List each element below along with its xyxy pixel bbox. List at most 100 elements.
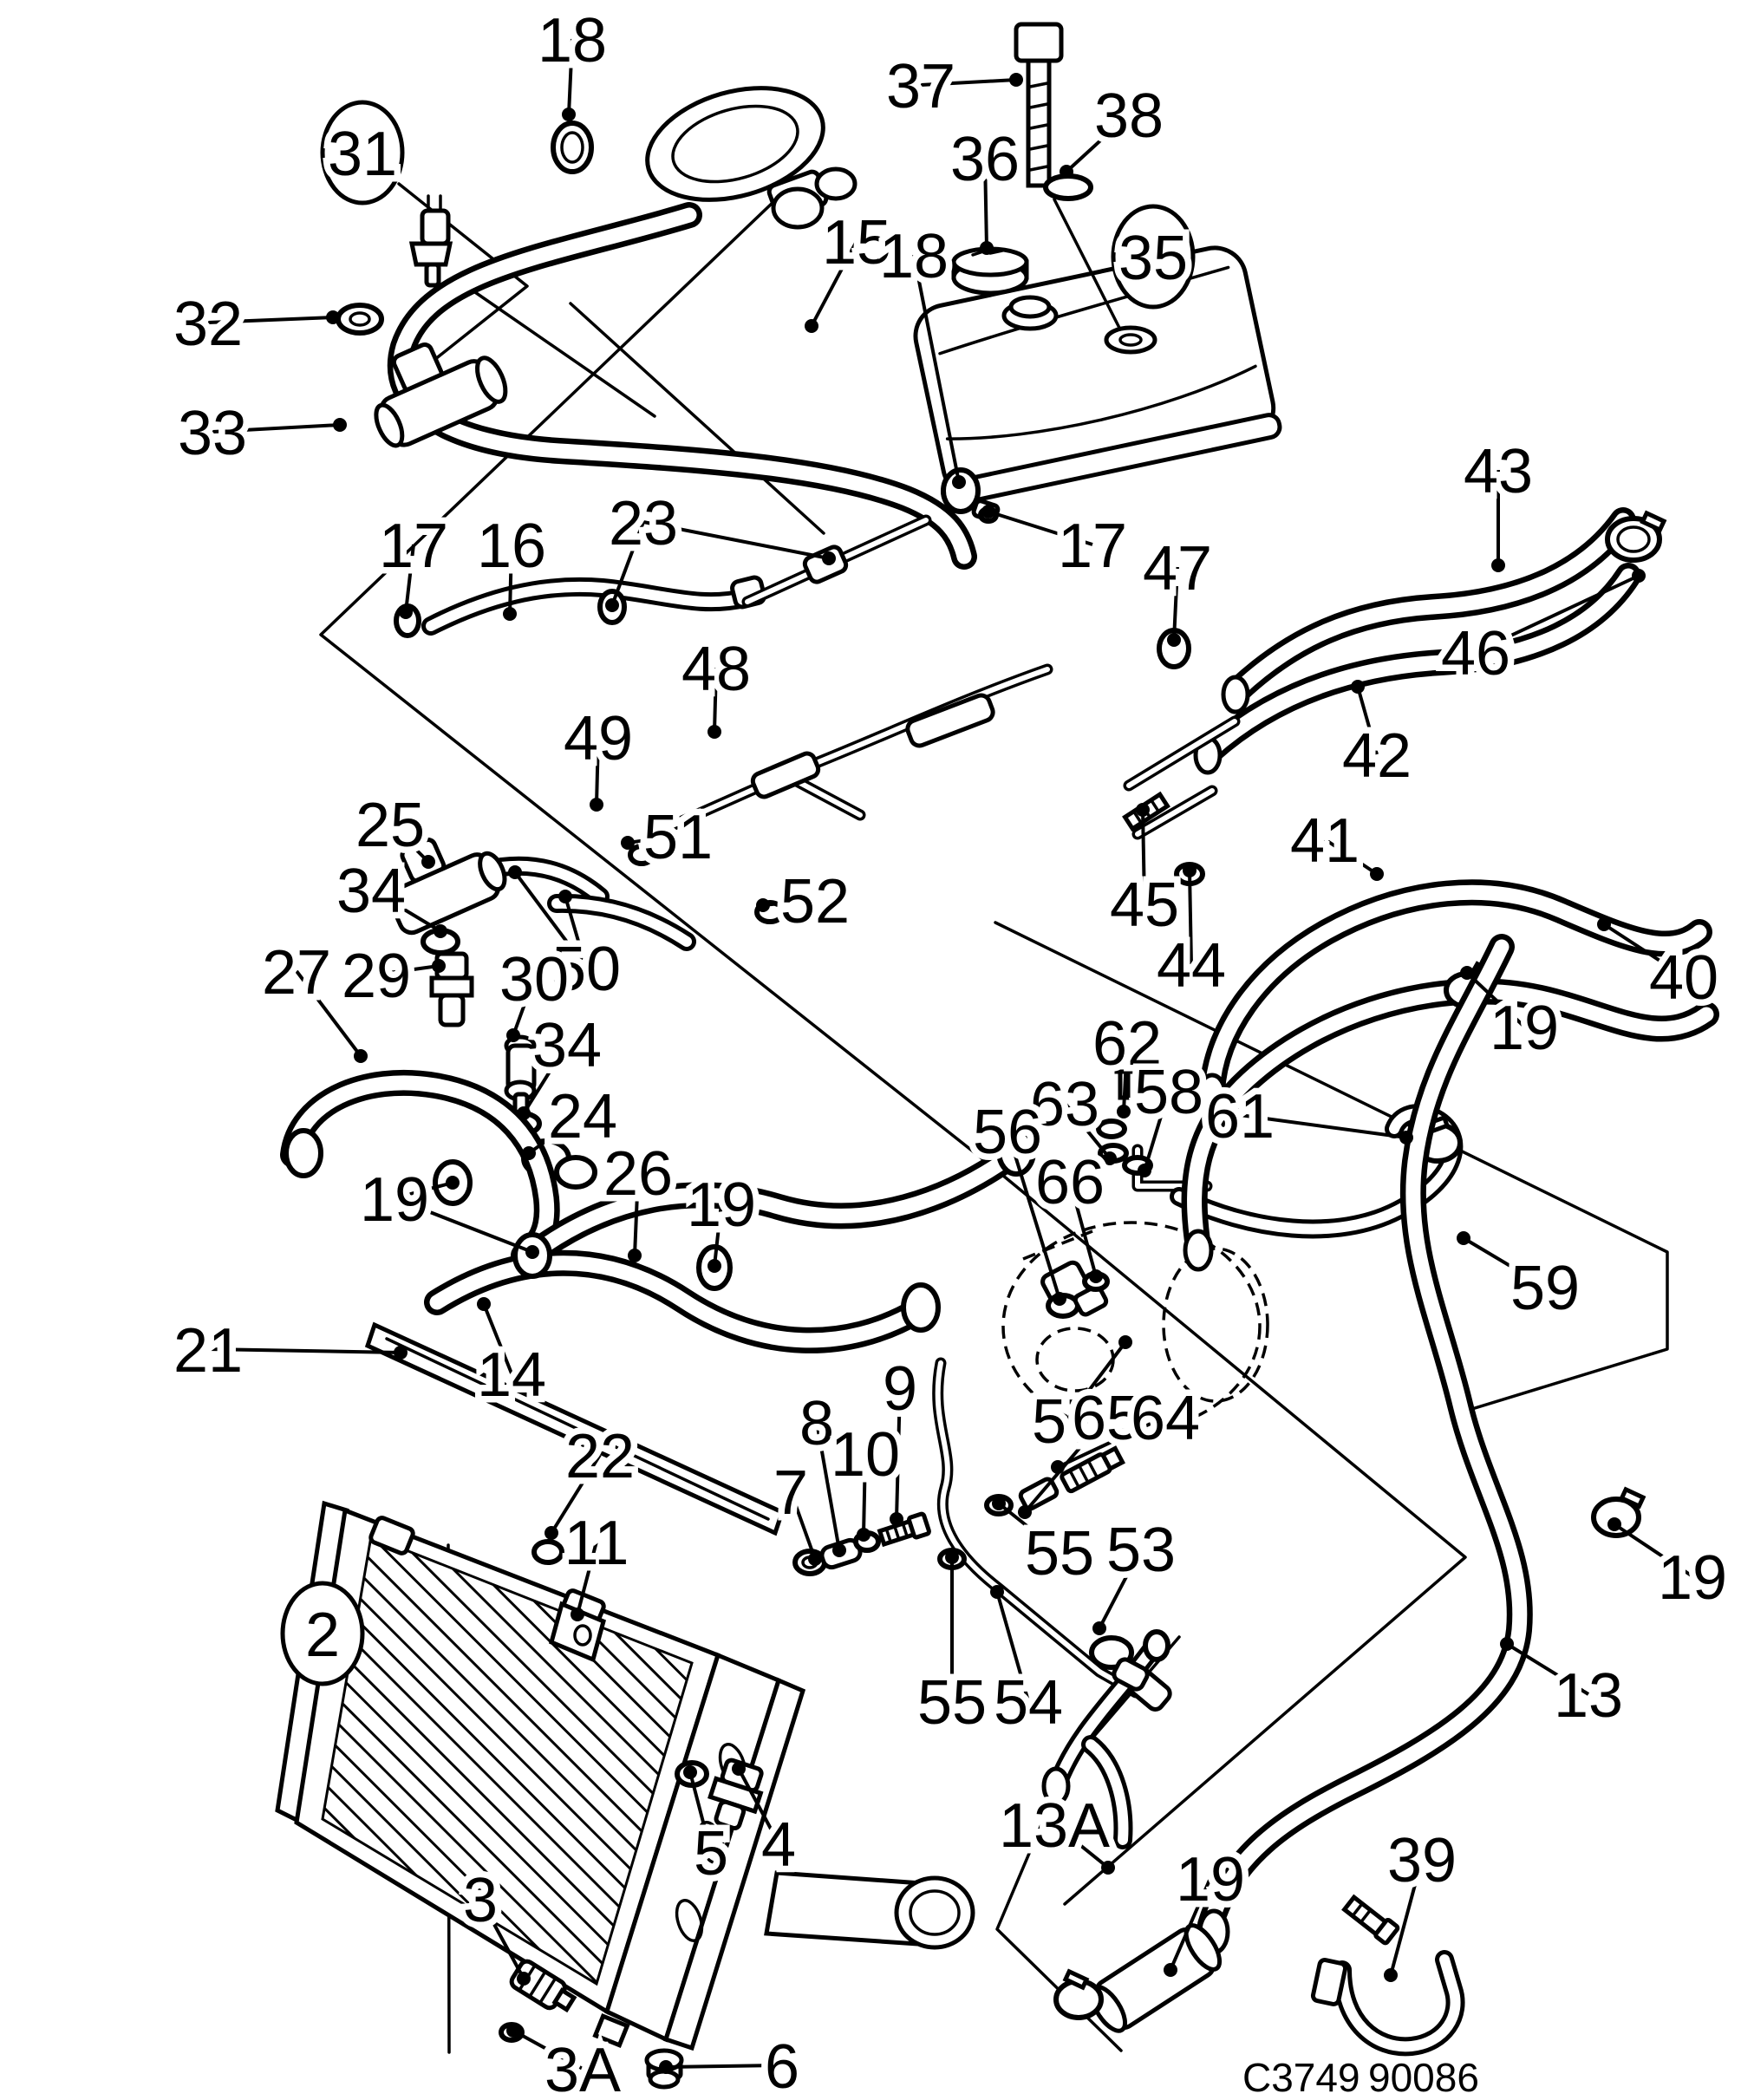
leader-dot-7 bbox=[808, 1552, 822, 1566]
sensor-31 bbox=[408, 194, 453, 288]
leader-dot-52 bbox=[756, 898, 770, 912]
leader-dot-26 bbox=[628, 1249, 642, 1262]
leader-48 bbox=[713, 667, 718, 733]
leader-22 bbox=[550, 1453, 602, 1535]
leader-8 bbox=[815, 1421, 841, 1551]
leader-dot-48 bbox=[707, 725, 721, 739]
callout-43: 43 bbox=[1464, 437, 1533, 506]
clamp-18-part bbox=[551, 121, 594, 174]
callout-23: 23 bbox=[609, 489, 678, 558]
callout-55-upper: 55 bbox=[1025, 1519, 1094, 1588]
tank-cap-36 bbox=[951, 246, 1029, 296]
leader-17-left bbox=[404, 544, 415, 613]
leader-dot-65 bbox=[1018, 1505, 1032, 1519]
leader-13A bbox=[1053, 1823, 1110, 1869]
leader-5 bbox=[688, 1771, 713, 1853]
callout-19-hose13: 19 bbox=[1658, 1543, 1727, 1613]
bolt-37 bbox=[1014, 22, 1064, 188]
callout-44: 44 bbox=[1157, 931, 1226, 1001]
leader-dot-54 bbox=[990, 1585, 1004, 1599]
callout-17-left: 17 bbox=[379, 512, 448, 581]
bracket-11 bbox=[549, 1601, 606, 1663]
leader-dot-13 bbox=[1500, 1637, 1514, 1651]
leader-14 bbox=[482, 1303, 513, 1374]
leader-dot-41 bbox=[1370, 867, 1384, 881]
callout-35: 35 bbox=[1118, 224, 1188, 293]
expansion-tank-assembly bbox=[913, 22, 1282, 524]
leader-66 bbox=[1068, 1180, 1098, 1277]
clamp-19 bbox=[996, 1126, 1036, 1177]
leader-dot-5 bbox=[683, 1765, 697, 1779]
callout-57: 57 bbox=[1032, 1387, 1101, 1457]
callout-34-upper: 34 bbox=[336, 857, 406, 926]
pipe-19-bottom bbox=[1089, 1923, 1223, 2033]
leader-36 bbox=[983, 157, 988, 249]
callout-14: 14 bbox=[477, 1340, 546, 1410]
callout-34-lower: 34 bbox=[532, 1011, 602, 1080]
leader-dot-34-lower bbox=[517, 1106, 531, 1120]
leader-40 bbox=[1602, 923, 1686, 978]
leader-dot-8 bbox=[832, 1543, 846, 1557]
leader-dot-44 bbox=[1183, 864, 1197, 877]
leader-dot-23 bbox=[822, 551, 836, 565]
washer-38 bbox=[1043, 173, 1093, 201]
bolt-9 bbox=[877, 1511, 931, 1548]
callout-41: 41 bbox=[1290, 806, 1360, 876]
callout-6: 6 bbox=[765, 2032, 799, 2100]
elbow-39 bbox=[1310, 1894, 1455, 2046]
leader-dot-45 bbox=[1136, 803, 1150, 817]
callout-7: 7 bbox=[773, 1458, 808, 1528]
callout-30: 30 bbox=[499, 945, 569, 1014]
leader-dot-19-hose26 bbox=[707, 1259, 721, 1273]
leader-34-lower bbox=[522, 1042, 569, 1115]
leader-42 bbox=[1356, 686, 1379, 755]
leader-dot-40 bbox=[1597, 917, 1611, 931]
leader-dot-59 bbox=[1457, 1231, 1470, 1245]
leader-56 bbox=[1006, 1130, 1061, 1300]
radiator bbox=[275, 1500, 975, 2051]
leader-19-hose13 bbox=[1613, 1523, 1694, 1578]
leader-dot-3 bbox=[517, 1972, 531, 1986]
callout-56: 56 bbox=[973, 1098, 1042, 1167]
callout-8: 8 bbox=[799, 1389, 834, 1458]
drawing-code: C3749 bbox=[1242, 2055, 1360, 2100]
leader-19-bottom bbox=[1169, 1877, 1212, 1971]
brace-21 bbox=[364, 1321, 786, 1536]
leader-dot-4 bbox=[732, 1762, 746, 1776]
callout-53: 53 bbox=[1106, 1516, 1176, 1585]
leader-38 bbox=[1065, 113, 1131, 173]
leader-49 bbox=[595, 736, 600, 805]
nut-51 bbox=[628, 844, 655, 866]
leader-dot-32 bbox=[326, 310, 340, 324]
leader-64 bbox=[1057, 1415, 1166, 1469]
leader-dot-39 bbox=[1384, 1968, 1398, 1982]
housing-stub bbox=[771, 186, 825, 230]
leader-dot-17-left bbox=[399, 605, 413, 619]
leader-3A bbox=[512, 2029, 584, 2071]
leader-dot-55-lower bbox=[945, 1550, 959, 1564]
leader-dot-64 bbox=[1051, 1460, 1065, 1474]
sensor-29 bbox=[429, 951, 474, 1027]
leader-24 bbox=[527, 1113, 584, 1155]
leader-58 bbox=[1143, 1090, 1170, 1171]
leader-dot-46 bbox=[1632, 569, 1646, 583]
callout-25: 25 bbox=[355, 791, 425, 860]
callout-15: 15 bbox=[822, 208, 891, 277]
leader-27 bbox=[295, 969, 362, 1058]
leader-dot-47 bbox=[1167, 633, 1181, 647]
leader-4 bbox=[737, 1768, 780, 1844]
leader-17-tank bbox=[988, 510, 1093, 546]
callout-circle-31 bbox=[320, 100, 405, 205]
clamp-18-tank bbox=[941, 467, 981, 514]
leader-44 bbox=[1188, 870, 1193, 965]
leader-dot-19-hose13 bbox=[1607, 1517, 1621, 1531]
callout-21: 21 bbox=[173, 1316, 243, 1386]
leader-47 bbox=[1172, 566, 1179, 641]
callout-52: 52 bbox=[780, 867, 850, 936]
leader-62 bbox=[1122, 1041, 1129, 1112]
leader-dot-18-top bbox=[562, 108, 576, 121]
clamp-19 bbox=[901, 1282, 941, 1333]
leader-dot-37 bbox=[1009, 73, 1023, 87]
leader-dot-57 bbox=[1118, 1335, 1132, 1349]
